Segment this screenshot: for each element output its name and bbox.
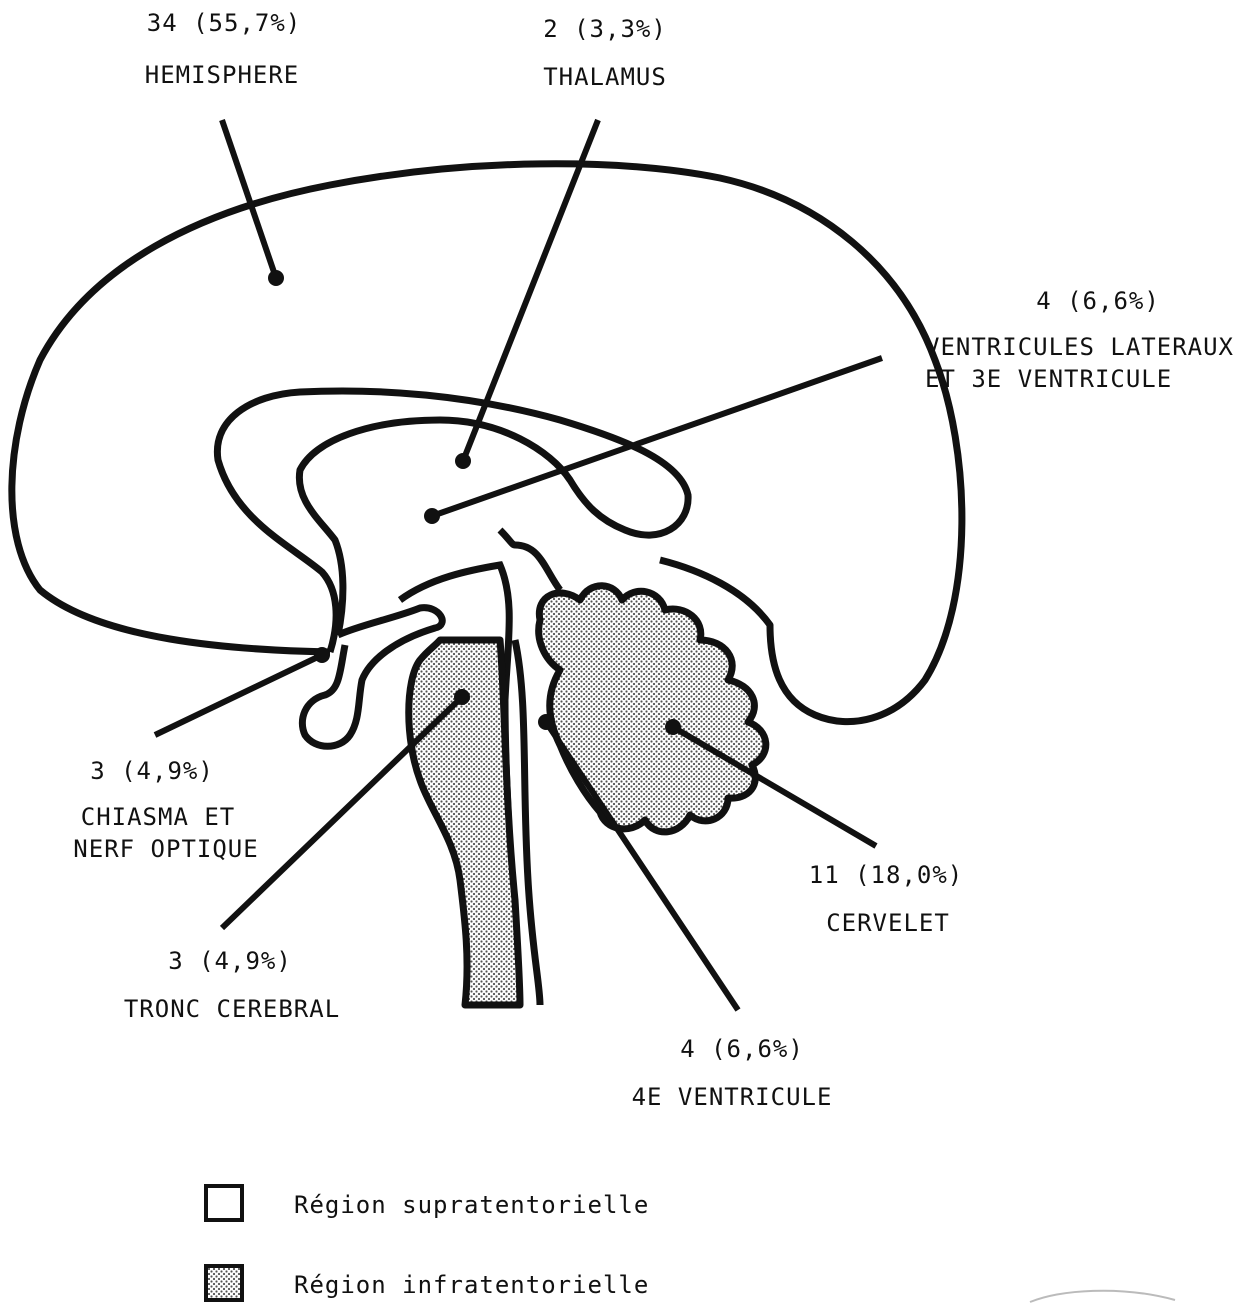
dot-brainstem (454, 689, 470, 705)
cerebellum-count: 11 (18,0%) (809, 860, 964, 890)
brainstem-label: TRONC CEREBRAL (124, 994, 340, 1024)
cerebellum-shape (539, 586, 766, 832)
ventricles-count: 4 (6,6%) (1036, 286, 1160, 316)
hemisphere-label: HEMISPHERE (145, 60, 300, 90)
fourth-ventricle-label: 4E VENTRICULE (632, 1082, 833, 1112)
chiasma-count: 3 (4,9%) (90, 756, 214, 786)
leader-chiasma (155, 655, 322, 735)
brainstem-count: 3 (4,9%) (168, 946, 292, 976)
chiasma-label-line1: CHIASMA ET (81, 802, 236, 832)
ventricles-label-line1: VENTRICULES LATERAUX (925, 332, 1234, 362)
fourth-ventricle-count: 4 (6,6%) (680, 1034, 804, 1064)
dot-fourth-ventricle (538, 714, 554, 730)
leader-brainstem (222, 697, 462, 928)
legend-label-infratentorial: Région infratentorielle (294, 1270, 649, 1300)
leader-ventricles (432, 358, 882, 516)
aqueduct-wall-right (500, 530, 560, 590)
ventricles-label-line2: ET 3E VENTRICULE (925, 364, 1172, 394)
thalamus-count: 2 (3,3%) (543, 14, 667, 44)
hemisphere-count: 34 (55,7%) (147, 8, 302, 38)
thalamus-label: THALAMUS (543, 62, 667, 92)
chiasma-label-line2: NERF OPTIQUE (73, 834, 258, 864)
legend-box-supratentorial (206, 1186, 242, 1220)
dot-cerebellum (665, 719, 681, 735)
stamp-mark (1030, 1291, 1175, 1302)
dot-chiasma (314, 647, 330, 663)
legend-label-supratentorial: Région supratentorielle (294, 1190, 649, 1220)
dot-hemisphere (268, 270, 284, 286)
dot-ventricles (424, 508, 440, 524)
dot-thalamus (455, 453, 471, 469)
cerebellum-label: CERVELET (826, 908, 950, 938)
legend-box-infratentorial (206, 1266, 242, 1300)
